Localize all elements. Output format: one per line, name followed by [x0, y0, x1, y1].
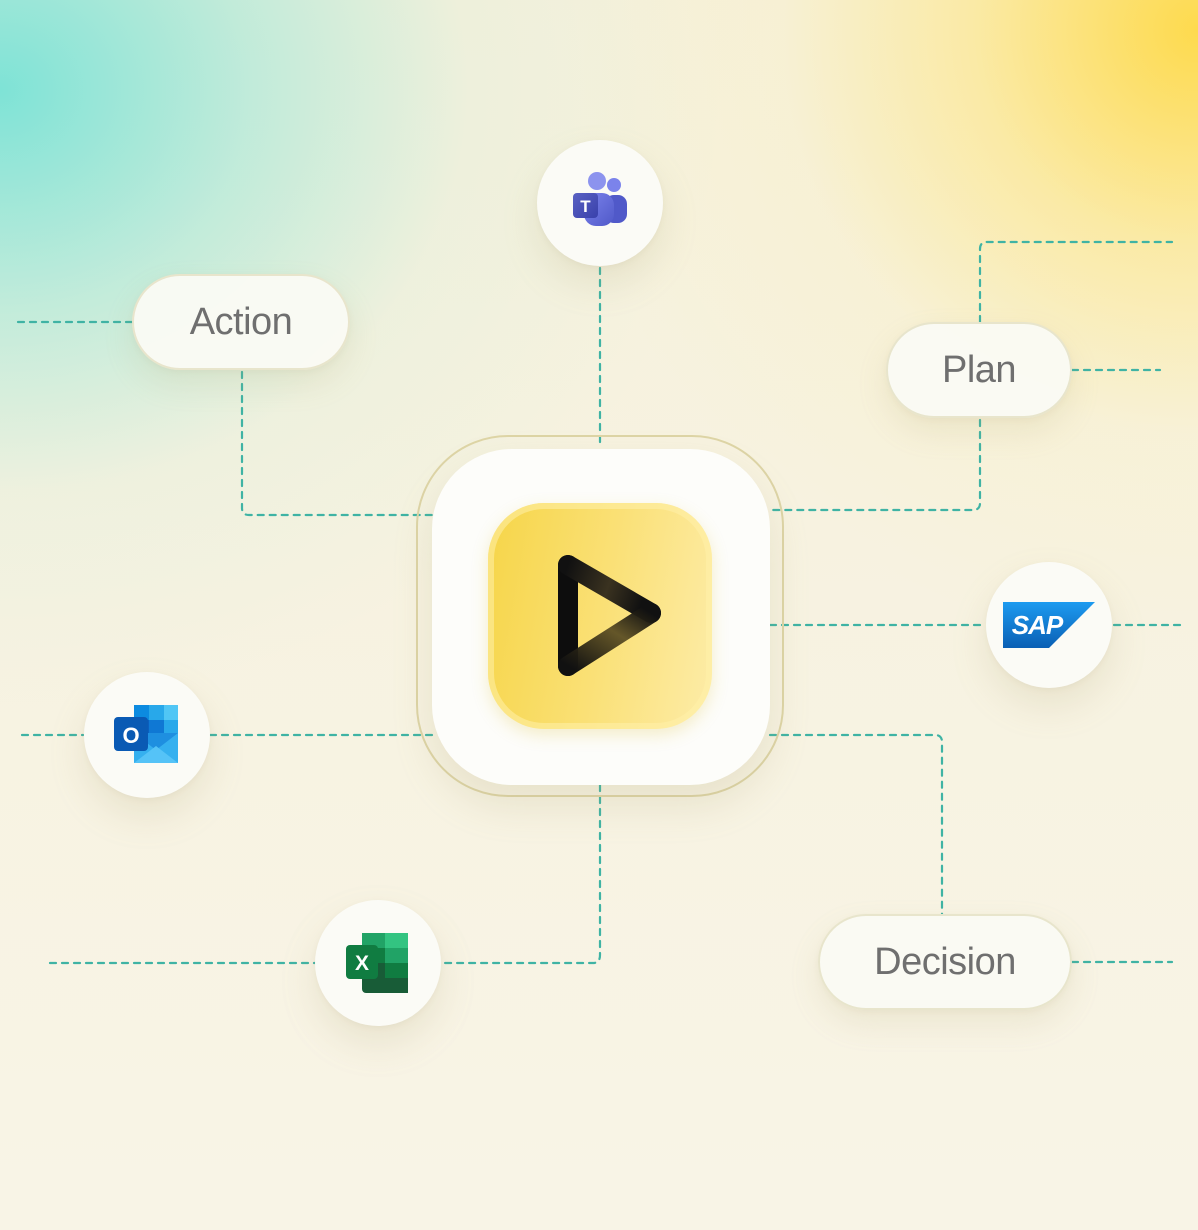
svg-text:O: O	[122, 723, 139, 748]
microsoft-outlook-icon: O	[114, 705, 178, 763]
outlook-node[interactable]: O	[84, 672, 210, 798]
plan-node-label: Plan	[941, 348, 1017, 391]
excel-node[interactable]: X	[315, 900, 441, 1026]
action-node-label: Action	[189, 300, 293, 343]
connector-hub-excel	[439, 783, 602, 965]
svg-text:T: T	[580, 197, 591, 216]
microsoft-teams-icon: T	[573, 172, 627, 226]
connector-hub-decision	[768, 733, 944, 917]
hub-tile[interactable]	[488, 503, 712, 729]
connector-plan-top	[978, 240, 1174, 324]
microsoft-excel-icon: X	[346, 933, 408, 993]
action-node[interactable]: Action	[132, 274, 350, 370]
play-logo-icon	[558, 555, 661, 676]
sap-node[interactable]: SAP	[986, 562, 1112, 688]
svg-text:X: X	[355, 952, 369, 975]
connector-action-hub	[240, 370, 434, 517]
connector-plan-hub	[768, 418, 982, 512]
decision-node-label: Decision	[874, 940, 1016, 983]
hub-outline	[416, 435, 784, 797]
decision-node[interactable]: Decision	[818, 914, 1072, 1010]
plan-node[interactable]: Plan	[886, 322, 1072, 418]
sap-logo-icon: SAP	[1003, 602, 1095, 648]
svg-text:SAP: SAP	[1012, 610, 1064, 640]
teams-node[interactable]: T	[537, 140, 663, 266]
